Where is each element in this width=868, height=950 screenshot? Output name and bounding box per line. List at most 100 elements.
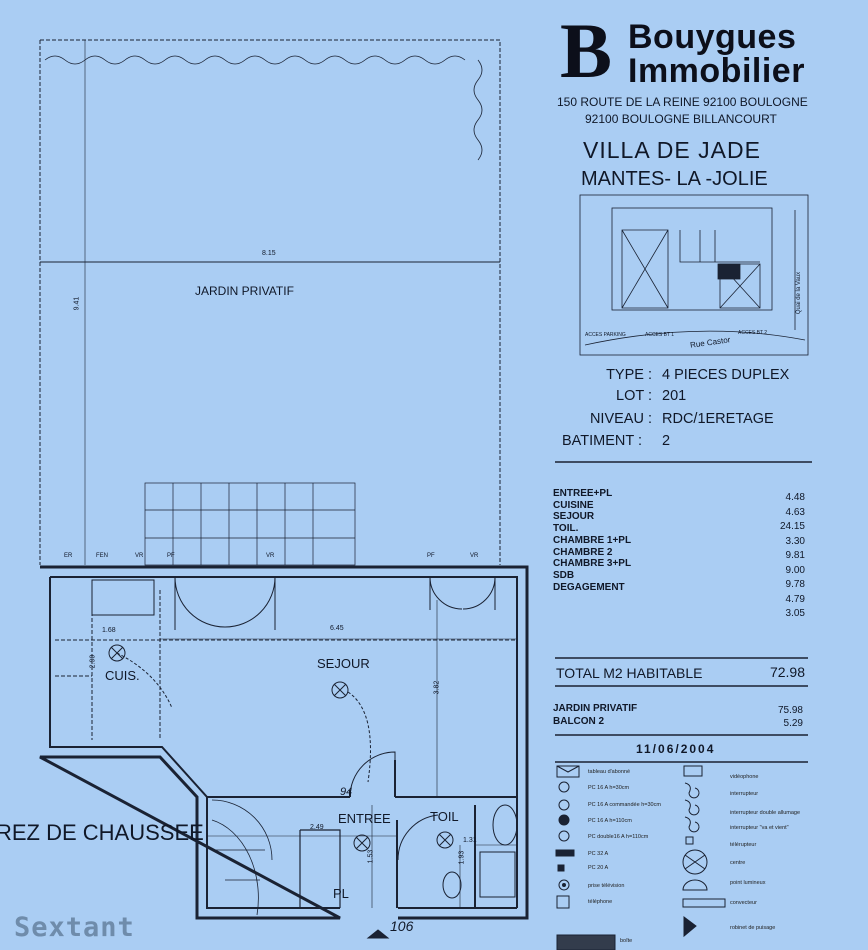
french-door xyxy=(429,576,496,610)
info-value: 4 PIECES DUPLEX xyxy=(662,367,790,383)
dimension: 2.49 xyxy=(310,824,324,831)
logo-line1: Bouygues xyxy=(628,18,797,56)
info-value: RDC/1ERETAGE xyxy=(662,411,774,427)
extra-name: BALCON 2 xyxy=(553,716,605,727)
total-label: TOTAL M2 HABITABLE xyxy=(556,665,703,681)
level-title: REZ DE CHAUSSEE xyxy=(0,820,204,845)
room-area: 3.30 xyxy=(785,535,805,547)
logo-line2: Immobilier xyxy=(628,52,805,90)
dimension: 1.68 xyxy=(102,627,116,634)
info-label: LOT : xyxy=(616,388,652,404)
project-city: MANTES- LA -JOLIE xyxy=(581,168,768,190)
room-label-cuisine: CUIS. xyxy=(105,668,140,683)
room-name: CHAMBRE 2 xyxy=(553,546,613,558)
dimension: 1.31 xyxy=(463,837,477,844)
legend-label: robinet de puisage xyxy=(730,925,776,931)
garden-label: JARDIN PRIVATIF xyxy=(195,284,294,298)
opening-label: VR xyxy=(470,553,479,559)
legend-label: vidéophone xyxy=(730,774,759,780)
kitchen-partition xyxy=(55,590,517,740)
room-label-entree: ENTREE xyxy=(338,811,391,826)
dimension: 1.93 xyxy=(458,850,466,865)
legend-label: téléphone xyxy=(588,899,613,905)
room-names: ENTREE+PL CUISINE SEJOUR TOIL. CHAMBRE 1… xyxy=(553,488,631,593)
door-swing xyxy=(397,814,439,861)
opening-label: VR xyxy=(135,553,144,559)
shower xyxy=(479,851,516,898)
room-area: 4.79 xyxy=(785,593,805,605)
handwritten-note: 106 xyxy=(390,918,414,934)
kitchen-sink xyxy=(91,579,155,616)
legend-label: interrupteur double allumage xyxy=(730,810,801,816)
room-name: CUISINE xyxy=(553,499,594,511)
toilet-bowl xyxy=(442,871,462,899)
french-door xyxy=(174,576,276,630)
opening-label: PF xyxy=(427,553,435,559)
plan-date: 11/06/2004 xyxy=(636,742,716,756)
legend-label: PC 16 A h=110cm xyxy=(588,818,632,824)
legend-label: point lumineux xyxy=(730,880,766,886)
legend-label: PC double16 A h=110cm xyxy=(588,834,649,840)
room-label-toilet: TOIL xyxy=(430,809,459,824)
room-area: 9.78 xyxy=(785,579,805,590)
room-name: SEJOUR xyxy=(553,511,595,523)
legend-label: PC 16 A commandée h=30cm xyxy=(588,802,661,808)
dimension: 6.45 xyxy=(330,625,344,632)
info-label: TYPE : xyxy=(606,367,652,383)
opening-label: VR xyxy=(266,553,275,559)
legend-label: convecteur xyxy=(730,900,757,906)
interior-wall xyxy=(207,760,517,908)
room-label-closet: PL xyxy=(333,886,349,901)
room-area: 24.15 xyxy=(779,521,805,532)
legend-label: tableau d'abonné xyxy=(588,769,631,775)
room-areas: 4.48 4.63 24.15 3.30 9.81 9.00 9.78 4.79… xyxy=(745,491,805,622)
legend-label: PC 16 A h=30cm xyxy=(588,785,630,791)
legend-label: PC 20 A xyxy=(588,865,609,871)
room-label-sejour: SEJOUR xyxy=(317,656,370,671)
garden-depth-dimension: 9.41 xyxy=(73,296,81,311)
room-area: 4.63 xyxy=(785,506,805,518)
garden-boundary xyxy=(39,39,501,565)
total-value: 72.98 xyxy=(769,664,805,680)
project-name: VILLA DE JADE xyxy=(583,137,761,163)
site-label: ACCES BT 1 xyxy=(645,332,675,338)
legend-label: prise télévision xyxy=(588,883,625,889)
room-name: CHAMBRE 1+PL xyxy=(553,534,632,546)
site-plan xyxy=(579,194,809,356)
legend-label: centre xyxy=(730,860,746,866)
closet xyxy=(299,829,341,908)
washbasin xyxy=(492,804,518,846)
opening-label: FEN xyxy=(96,553,108,559)
info-value: 2 xyxy=(662,433,671,449)
ceiling-light-icon xyxy=(108,644,454,852)
room-name: ENTREE+PL xyxy=(553,488,613,499)
terrace xyxy=(144,482,356,566)
room-name: TOIL. xyxy=(553,523,579,535)
extra-name: JARDIN PRIVATIF xyxy=(553,703,638,714)
legend-label: interrupteur xyxy=(730,791,759,797)
site-label: ACCES PARKING xyxy=(585,332,626,338)
bouygues-logo-letter: B xyxy=(560,7,613,94)
opening-label: PF xyxy=(167,553,175,559)
address-line2: 92100 BOULOGNE BILLANCOURT xyxy=(585,112,777,126)
room-area: 9.81 xyxy=(785,550,805,561)
extra-area: 5.29 xyxy=(783,718,803,729)
room-name: CHAMBRE 3+PL xyxy=(553,558,632,570)
exterior-wall xyxy=(39,565,529,920)
info-value: 201 xyxy=(662,388,687,404)
room-area: 9.00 xyxy=(785,564,805,576)
legend-label: interrupteur "va et vient" xyxy=(730,825,789,831)
site-label: ACCES BT 2 xyxy=(738,330,768,336)
hedge xyxy=(44,55,483,161)
interior-wall xyxy=(49,576,518,909)
info-label: NIVEAU : xyxy=(589,411,652,427)
stairs xyxy=(211,799,273,916)
dimension-line xyxy=(160,600,517,908)
door-swing xyxy=(349,751,396,798)
extra-area: 75.98 xyxy=(777,705,803,716)
sextant-watermark: Sextant xyxy=(14,912,135,943)
legend-label: boîte xyxy=(620,938,633,944)
room-area: 3.05 xyxy=(785,608,805,619)
info-label: BATIMENT : xyxy=(561,433,642,449)
